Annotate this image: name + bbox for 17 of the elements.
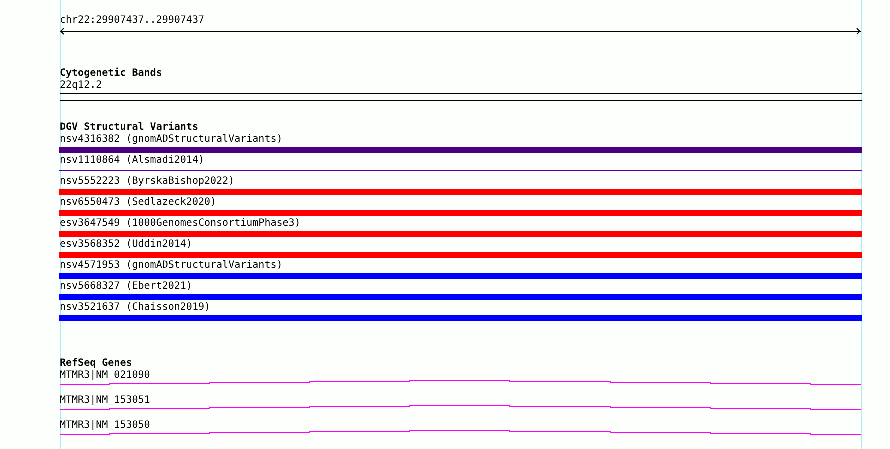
track-title: RefSeq Genes [60,358,132,370]
ruler-label: chr22:29907437..29907437 [60,15,204,27]
variant-name: nsv6550473 (Sedlazeck2020) [60,197,217,209]
variant-name: nsv3521637 (Chaisson2019) [60,302,211,314]
band-name: 22q12.2 [60,80,102,92]
gene-name: MTMR3|NM_153050 [60,420,150,432]
variant-name: nsv1110864 (Alsmadi2014) [60,155,204,167]
track-title: Cytogenetic Bands [60,68,162,80]
variant-name: esv3568352 (Uddin2014) [60,239,192,251]
variant-name: esv3647549 (1000GenomesConsortiumPhase3) [60,218,301,230]
variant-name: nsv4316382 (gnomADStructuralVariants) [60,134,283,146]
track-title: DGV Structural Variants [60,122,198,134]
variant-name: nsv5552223 (ByrskaBishop2022) [60,176,235,188]
variant-name: nsv5668327 (Ebert2021) [60,281,192,293]
gene-name: MTMR3|NM_153051 [60,395,150,407]
variant-name: nsv4571953 (gnomADStructuralVariants) [60,260,283,272]
gene-name: MTMR3|NM_021090 [60,370,150,382]
